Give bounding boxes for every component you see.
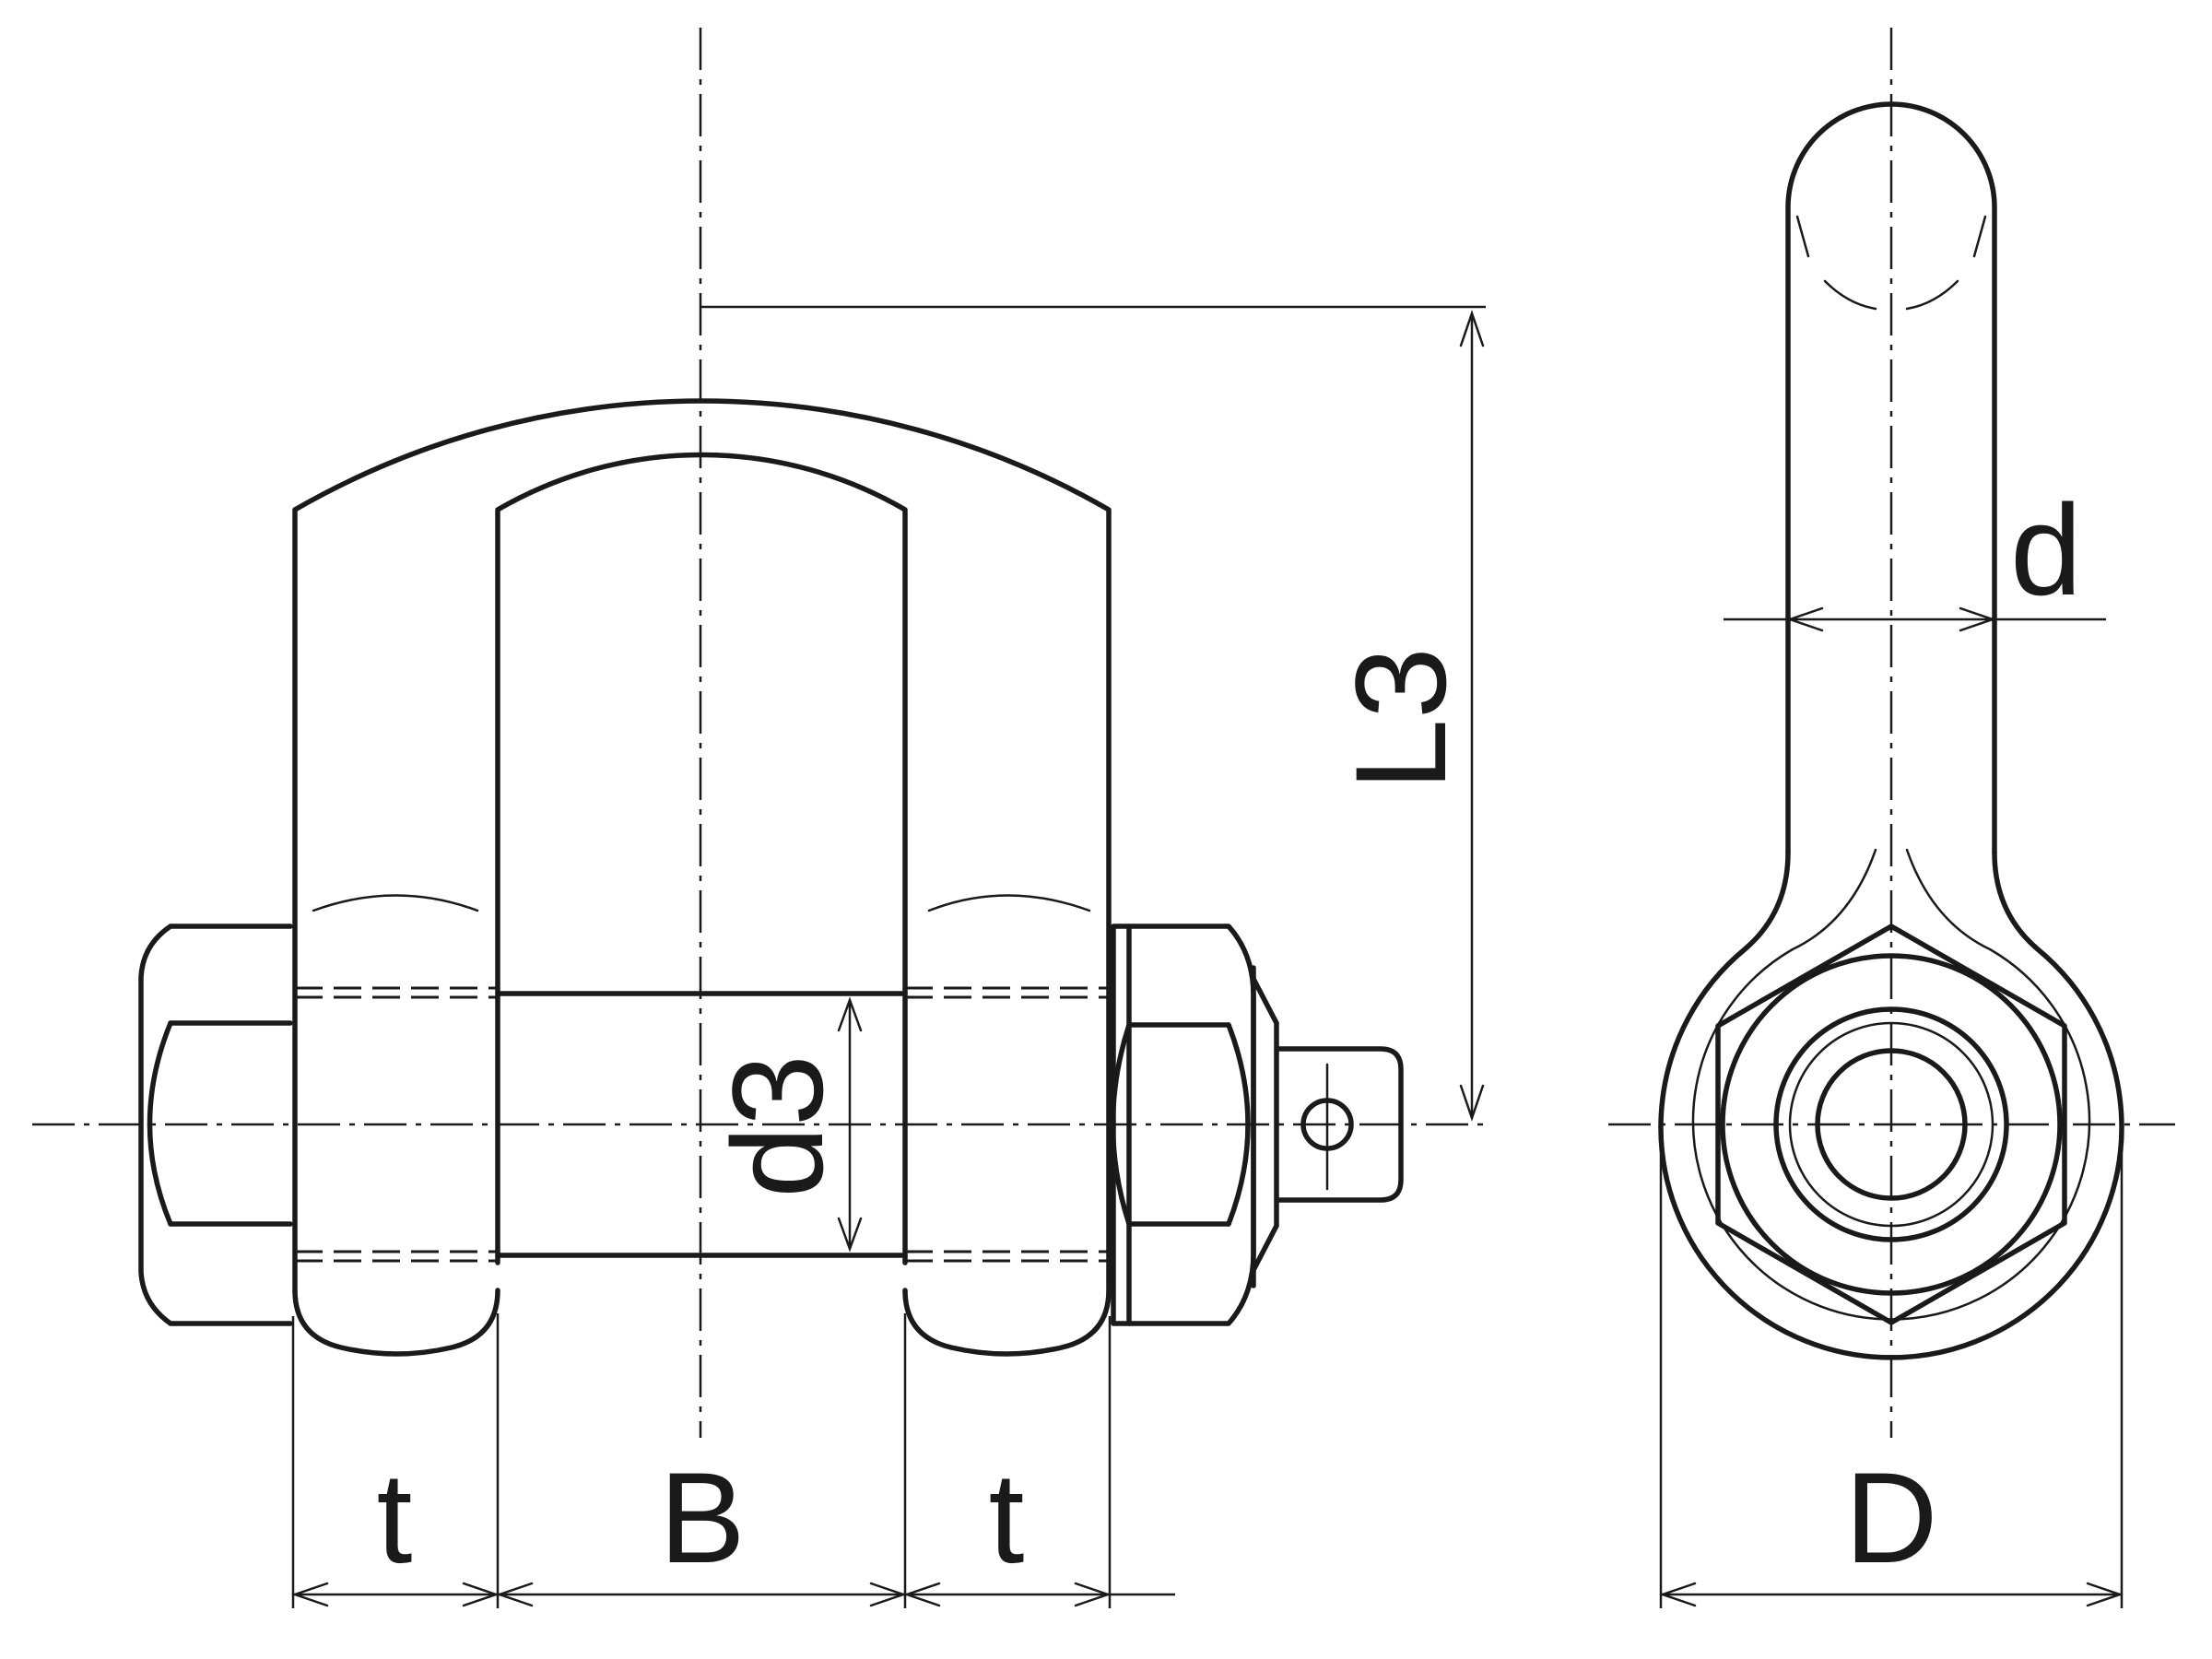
- label-d3: d3: [705, 1054, 850, 1198]
- pin-thread-ring: [1788, 1021, 1994, 1228]
- pin-head: [138, 924, 293, 1326]
- bow-section-arc: [1823, 279, 1877, 311]
- front-view: L3 d3 t B t: [32, 28, 1486, 1608]
- label-t-right: t: [989, 1445, 1025, 1590]
- bow-section-arc: [1795, 215, 1810, 258]
- right-eye-end: [902, 1288, 1112, 1357]
- label-L3: L3: [1328, 647, 1473, 791]
- bow-section-arc: [1905, 279, 1959, 311]
- left-eye-arc: [312, 894, 479, 912]
- bow-section-arc: [1972, 215, 1987, 258]
- left-eye-end: [292, 1288, 500, 1357]
- dimension-d3: d3: [705, 996, 863, 1253]
- washer-ring: [1720, 953, 2063, 1296]
- label-D: D: [1844, 1445, 1937, 1590]
- bow-section-outline: [1785, 101, 1997, 855]
- label-B: B: [659, 1445, 745, 1590]
- pin-outer-ring: [1773, 1006, 2009, 1242]
- dimension-t-B-t: t B t: [291, 1313, 1175, 1608]
- pin-core-ring: [1815, 1048, 1968, 1201]
- eye-outer-outline: [1658, 850, 2124, 1360]
- side-view: d D: [1608, 28, 2175, 1608]
- bow-outer-outline: [292, 398, 1112, 1293]
- pin-end-with-cotter: [1251, 976, 1404, 1273]
- dimension-D: D: [1659, 1143, 2124, 1608]
- dimension-L3: L3: [700, 305, 1486, 1122]
- label-d: d: [2010, 477, 2082, 622]
- label-t-left: t: [377, 1445, 413, 1590]
- eye-inner-thin-outline: [1691, 848, 2091, 1321]
- dimension-d: d: [1724, 477, 2106, 632]
- hex-nut: [1110, 924, 1256, 1326]
- hex-nut-front: [1715, 924, 2067, 1325]
- bow-inner-outline: [495, 452, 908, 1265]
- right-eye-arc: [927, 894, 1091, 912]
